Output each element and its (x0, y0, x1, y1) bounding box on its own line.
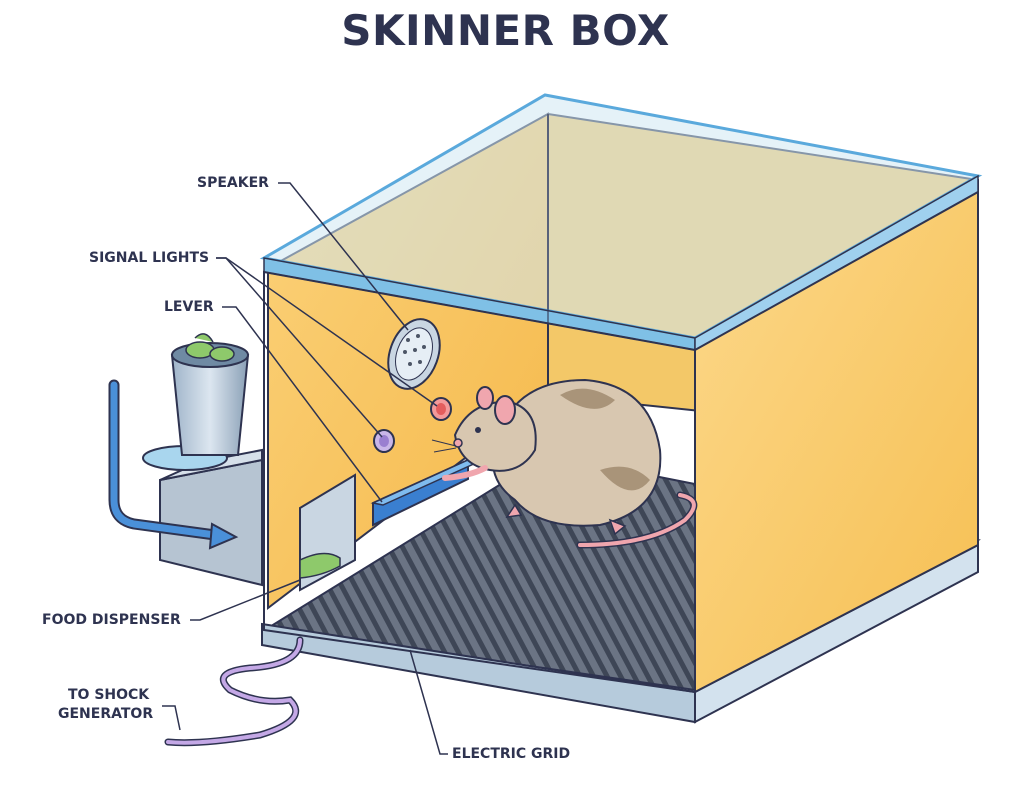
diagram-title: SKINNER BOX (341, 6, 670, 55)
label-signal-lights: SIGNAL LIGHTS (89, 250, 210, 266)
label-electric-grid: ELECTRIC GRID (452, 746, 571, 762)
speaker-icon (387, 318, 441, 390)
food-tray-opening (299, 473, 356, 592)
leader-lines (162, 182, 448, 755)
shock-cable (164, 636, 304, 747)
label-shock-generator-line1: TO SHOCK (68, 687, 150, 703)
label-speaker: SPEAKER (197, 175, 269, 191)
label-shock-generator-line2: GENERATOR (58, 706, 154, 722)
rat-illustration (431, 378, 698, 549)
food-dispenser-unit (108, 333, 263, 587)
signal-lights (373, 397, 452, 453)
glass-lid (259, 93, 983, 352)
label-lever: LEVER (164, 299, 214, 315)
label-food-dispenser: FOOD DISPENSER (42, 612, 181, 628)
